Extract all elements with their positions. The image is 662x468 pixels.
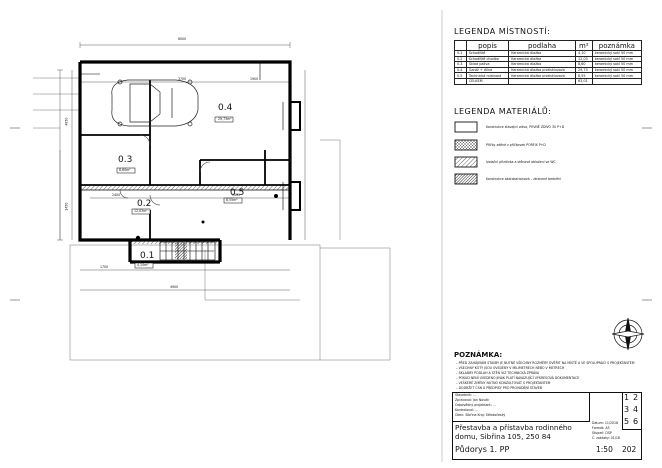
field-line: Obec: Sibřina Kraj: Středočeský bbox=[455, 413, 506, 417]
note-line: – SKLADBY PODLAH A STĚN VIZ TECHNICKÁ ZP… bbox=[456, 371, 540, 375]
field-line: Odpovědný projektant: ... bbox=[455, 403, 496, 407]
staircase bbox=[159, 241, 216, 261]
sheet-index bbox=[622, 392, 642, 430]
room-05-area: 8,55m² bbox=[226, 198, 238, 202]
dim-top-a: 3700 bbox=[178, 77, 187, 81]
header-area: m² bbox=[574, 40, 593, 51]
material-item-3: Izolační přizdívka a stěnové obložení ve… bbox=[486, 160, 556, 164]
material-legend-title: LEGENDA MATERIÁLŮ: bbox=[454, 107, 552, 116]
header-popis: popis bbox=[465, 40, 510, 51]
hatched-wall-stair bbox=[131, 241, 219, 244]
material-item-1: Konstrukce stávající zdivo, PEVNÉ ZDIVO … bbox=[486, 125, 565, 129]
drawing-number: 202 bbox=[622, 445, 637, 454]
car-outline bbox=[111, 79, 199, 127]
dim-mid-b: 1500 bbox=[232, 193, 241, 197]
project-title-line-2: domu, Sibřina 105, 250 84 bbox=[455, 432, 551, 441]
building-walls bbox=[78, 60, 292, 264]
interior-walls bbox=[80, 80, 290, 240]
material-swatches bbox=[454, 121, 478, 185]
right-field: Formát: A3 bbox=[592, 426, 610, 430]
field-line: Stavebník: ... bbox=[455, 393, 476, 397]
field-line: Kontroloval: ... bbox=[455, 408, 479, 412]
room-03-number: 0.3 bbox=[118, 155, 133, 165]
field-line: Zpracoval: Jan Novák bbox=[455, 398, 489, 402]
note-line: – VEŠKERÉ ZMĚNY NUTNO KONZULTOVAT S PROJ… bbox=[456, 381, 551, 385]
header-poznamka: poznámka bbox=[591, 40, 643, 51]
header-num bbox=[454, 40, 467, 51]
dim-top-b: 1900 bbox=[250, 77, 259, 81]
door-swings bbox=[119, 134, 211, 206]
room-01-number: 0.1 bbox=[140, 251, 155, 261]
dim-mid-a: 2400 bbox=[112, 193, 121, 197]
room-legend-header: popis podlaha m² poznámka bbox=[454, 40, 643, 51]
section-markers bbox=[135, 194, 278, 241]
note-line: – PŘED ZAHÁJENÍM STAVBY JE NUTNÉ VŠECHNY… bbox=[456, 361, 635, 365]
sheet-num: 2 bbox=[633, 393, 639, 402]
garage-door bbox=[80, 62, 261, 80]
dim-left-b: 1450 bbox=[64, 202, 69, 211]
note-line: – DODRŽET ČSN A PŘEDPISY PRO PROVÁDĚNÍ S… bbox=[456, 386, 542, 390]
sheet-num: 3 bbox=[624, 405, 630, 414]
note-line: – VŠECHNY KÓTY JSOU UVEDENY V MILIMETREC… bbox=[456, 366, 565, 370]
right-field: Stupeň: DSP bbox=[592, 431, 612, 435]
room-04-area: 29,73m² bbox=[218, 117, 232, 121]
material-item-2: Příčky zděné z příčkovek PORFIX P+D bbox=[486, 143, 546, 147]
title-fields bbox=[452, 392, 590, 422]
room-01-area: 4,10m² bbox=[137, 263, 149, 267]
room-02-area: 12,03m² bbox=[134, 209, 148, 213]
header-podlaha: podlaha bbox=[508, 40, 576, 51]
terrain-lines bbox=[33, 77, 391, 361]
drawing-name: Půdorys 1. PP bbox=[455, 445, 510, 454]
right-field: Č. zakázky: 01/18 bbox=[592, 436, 620, 440]
dim-bot-b: 4900 bbox=[170, 285, 179, 289]
hatched-wall bbox=[81, 186, 289, 190]
area-boxes bbox=[116, 116, 243, 269]
sheet-num: 4 bbox=[633, 405, 639, 414]
right-field: Datum: 11/2018 bbox=[592, 421, 619, 425]
dimension-lines bbox=[57, 42, 306, 291]
drawing-scale: 1:50 bbox=[596, 445, 613, 454]
notes-title: POZNÁMKA: bbox=[454, 351, 503, 359]
dim-bot-a: 1700 bbox=[100, 265, 109, 269]
room-05-number: 0.5 bbox=[230, 188, 245, 198]
overall-dim-label: 6000 bbox=[178, 37, 187, 41]
room-02-number: 0.2 bbox=[137, 199, 152, 209]
material-item-4: Konstrukce sádrokartonová – ztracené bed… bbox=[486, 177, 562, 181]
room-legend-title: LEGENDA MÍSTNOSTÍ: bbox=[454, 27, 551, 36]
sheet-num: 1 bbox=[624, 393, 630, 402]
sheet-num: 6 bbox=[633, 417, 639, 426]
sheet-num: 5 bbox=[624, 417, 630, 426]
note-line: – POKUD NENÍ UVEDENO JINAK PLATÍ NAVAZUJ… bbox=[456, 376, 580, 380]
project-title-line-1: Přestavba a přístavba rodinného bbox=[455, 423, 572, 432]
room-04-number: 0.4 bbox=[218, 103, 233, 113]
room-03-area: 8,60m² bbox=[119, 168, 131, 172]
north-arrow-icon bbox=[611, 317, 645, 351]
dim-left-a: 4850 bbox=[64, 117, 69, 126]
stair-hatch bbox=[175, 243, 187, 259]
